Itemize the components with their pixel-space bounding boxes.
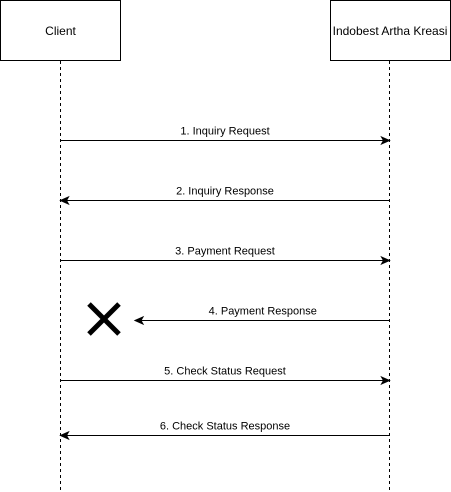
message-3-label: 3. Payment Request	[175, 246, 275, 258]
participant-server: Indobest Artha Kreasi	[330, 0, 451, 61]
participant-client: Client	[0, 0, 121, 61]
message-5-label: 5. Check Status Request	[164, 366, 286, 378]
message-6: 6. Check Status Response	[59, 421, 390, 441]
messages-group: 1. Inquiry Request 2. Inquiry Response 3. …	[59, 126, 391, 441]
participant-server-label: Indobest Artha Kreasi	[333, 24, 448, 38]
participant-client-box	[0, 0, 121, 61]
message-5-arrowhead	[380, 375, 391, 386]
message-1: 1. Inquiry Request	[60, 126, 391, 146]
message-6-arrowhead	[59, 430, 70, 441]
message-2-label: 2. Inquiry Response	[176, 186, 274, 198]
message-5: 5. Check Status Request	[60, 366, 391, 386]
message-3-arrowhead	[380, 255, 391, 266]
message-1-label: 1. Inquiry Request	[180, 126, 269, 138]
message-6-label: 6. Check Status Response	[160, 421, 290, 433]
message-2-arrowhead	[59, 195, 70, 206]
message-4: 4. Payment Response	[87, 302, 390, 336]
participant-client-label: Client	[45, 24, 76, 38]
message-4-label: 4. Payment Response	[209, 306, 317, 318]
message-1-arrowhead	[380, 135, 391, 146]
message-2: 2. Inquiry Response	[59, 186, 390, 206]
message-4-arrowhead	[133, 315, 145, 326]
message-3: 3. Payment Request	[60, 246, 391, 266]
cross-icon	[87, 302, 121, 336]
participant-server-box	[330, 0, 451, 61]
